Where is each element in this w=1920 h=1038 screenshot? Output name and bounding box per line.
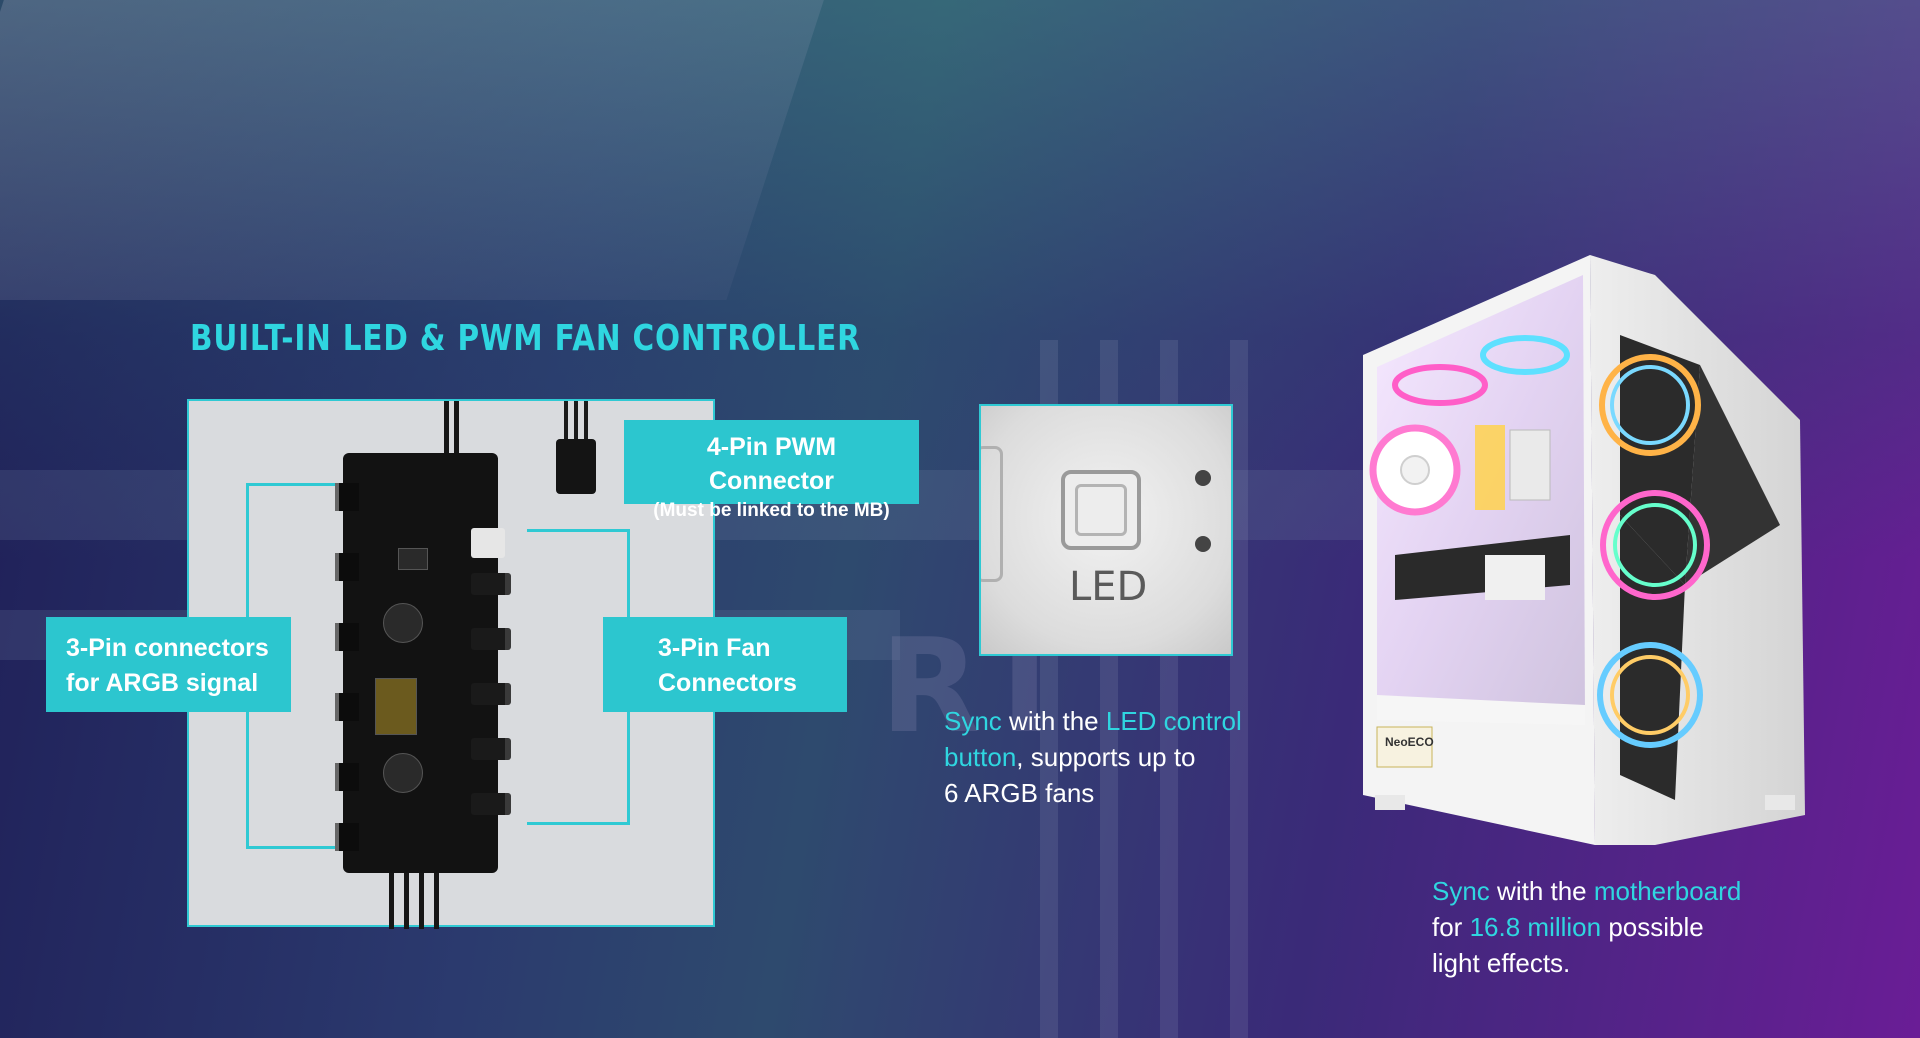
controller-cable xyxy=(454,401,459,461)
caption-text: with the xyxy=(1001,706,1106,736)
caption-text: for xyxy=(1432,912,1470,942)
section-title: BUILT-IN LED & PWM FAN CONTROLLER xyxy=(190,318,861,359)
caption-text: 6 ARGB fans xyxy=(944,778,1095,808)
fan-callout-line1: 3-Pin Fan xyxy=(658,634,771,662)
argb-pin-header xyxy=(335,553,359,581)
pwm-callout-title: 4-Pin PWM Connector xyxy=(706,433,837,495)
capacitor xyxy=(383,753,423,793)
ram-rail-backdrop xyxy=(1230,340,1248,1038)
caption-highlight: motherboard xyxy=(1593,876,1742,906)
caption-highlight: button xyxy=(944,742,1017,772)
heatsink-plate xyxy=(0,0,834,300)
fan-jack xyxy=(471,573,511,595)
led-button-panel: LED xyxy=(979,404,1233,656)
caption-highlight: 16.8 million xyxy=(1469,912,1602,942)
capacitor xyxy=(383,603,423,643)
caption-highlight: LED control xyxy=(1105,706,1242,736)
argb-connectors-callout: 3-Pin connectors for ARGB signal xyxy=(46,617,291,712)
caption-text: light effects. xyxy=(1432,948,1571,978)
pwm-callout-note: (Must be linked to the MB) xyxy=(653,500,890,521)
fan-jack xyxy=(471,683,511,705)
caption-highlight: Sync xyxy=(944,706,1002,736)
led-button-face xyxy=(1075,484,1127,536)
controller-cable xyxy=(419,871,424,929)
caption-text: , supports up to xyxy=(1016,742,1196,772)
led-sync-caption: Sync with the LED control button, suppor… xyxy=(944,703,1284,811)
argb-pin-header xyxy=(335,823,359,851)
caption-text: with the xyxy=(1489,876,1594,906)
pwm-plug xyxy=(556,439,596,494)
controller-cable xyxy=(404,871,409,929)
fan-jack xyxy=(471,793,511,815)
argb-pin-header xyxy=(335,693,359,721)
caption-text: possible xyxy=(1601,912,1704,942)
power-connector xyxy=(471,528,505,558)
indicator-dot xyxy=(1195,536,1211,552)
pwm-cable xyxy=(584,401,588,441)
pc-case-image: NeoECO xyxy=(1355,255,1805,845)
case-badge-text: NeoECO xyxy=(1385,735,1434,749)
fan-callout-line2: Connectors xyxy=(658,669,797,697)
controller-pcb-image xyxy=(335,453,511,873)
pwm-cable xyxy=(574,401,578,441)
argb-pin-header xyxy=(335,623,359,651)
argb-callout-line1: 3-Pin connectors xyxy=(66,634,269,662)
chip xyxy=(398,548,428,570)
pc-case-illustration xyxy=(1363,255,1805,845)
indicator-dot xyxy=(1195,470,1211,486)
fan-jack xyxy=(471,628,511,650)
panel-edge xyxy=(981,446,1003,582)
motherboard-sync-caption: Sync with the motherboard for 16.8 milli… xyxy=(1432,873,1792,981)
pwm-connector-callout: 4-Pin PWM Connector (Must be linked to t… xyxy=(624,420,919,521)
argb-callout-line2: for ARGB signal xyxy=(66,669,259,697)
argb-pin-header xyxy=(335,483,359,511)
controller-cable xyxy=(444,401,449,461)
pwm-cable xyxy=(564,401,568,441)
fan-connectors-callout: 3-Pin Fan Connectors xyxy=(603,617,847,712)
argb-pin-header xyxy=(335,763,359,791)
controller-cable xyxy=(434,871,439,929)
fan-jack xyxy=(471,738,511,760)
led-button-label: LED xyxy=(1069,564,1148,610)
controller-cable xyxy=(389,871,394,929)
caption-highlight: Sync xyxy=(1432,876,1490,906)
led-control-button xyxy=(1061,470,1141,550)
crystal xyxy=(375,678,417,735)
